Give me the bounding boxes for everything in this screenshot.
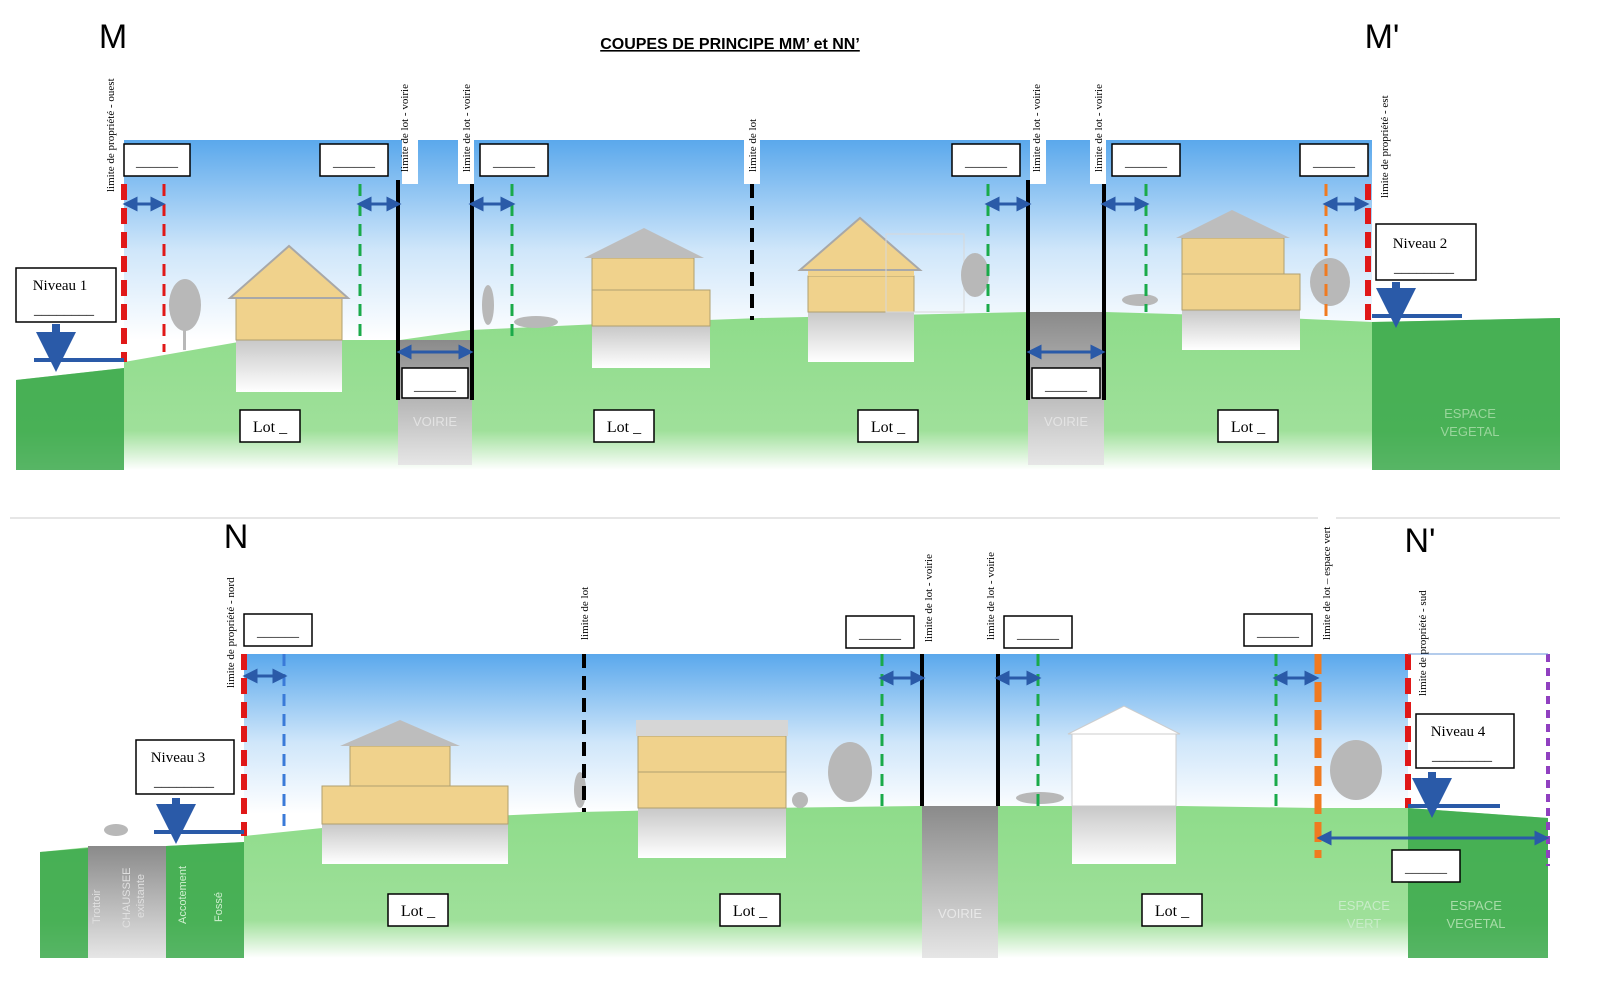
- svg-text:VOIRIE: VOIRIE: [938, 906, 982, 921]
- svg-text:VOIRIE: VOIRIE: [413, 414, 457, 429]
- label-lot-road-b1: limite de lot - voirie: [923, 554, 935, 642]
- lot-label-top-1: Lot _: [253, 419, 288, 436]
- svg-text:________: ________: [153, 774, 215, 790]
- svg-text:______: ______: [413, 379, 457, 394]
- section-end-letter-bottom: N': [1404, 522, 1435, 560]
- level-boxes-top: Niveau 1 ________ Niveau 2 ________: [15, 223, 1477, 323]
- svg-text:VOIRIE: VOIRIE: [1044, 414, 1088, 429]
- house-bottom-1: [321, 720, 509, 864]
- section-start-letter-top: M: [99, 18, 127, 56]
- svg-text:ESPACE: ESPACE: [1450, 898, 1502, 913]
- svg-text:VEGETAL: VEGETAL: [1446, 916, 1505, 931]
- level-4-label: Niveau 4: [1431, 724, 1486, 740]
- house-bottom-3: [1067, 705, 1181, 864]
- svg-text:Accotement: Accotement: [177, 866, 189, 924]
- label-lot-bottom: limite de lot: [579, 587, 591, 640]
- level-3-label: Niveau 3: [151, 750, 206, 766]
- level-1-label: Niveau 1: [33, 278, 88, 294]
- svg-text:______: ______: [964, 155, 1008, 170]
- diagram-title: COUPES DE PRINCIPE MM’ et NN’: [600, 36, 860, 53]
- section-start-letter-bottom: N: [224, 518, 249, 556]
- label-lot-road-4: limite de lot - voirie: [1093, 84, 1105, 172]
- svg-text:CHAUSSEE: CHAUSSEE: [121, 867, 133, 928]
- ground-west-dark: [16, 368, 124, 470]
- label-lot-road-3: limite de lot - voirie: [1031, 84, 1043, 172]
- ditch-strip: [166, 842, 244, 958]
- lot-label-bottom-1: Lot _: [401, 903, 436, 920]
- ground-bottom-west: [40, 848, 88, 958]
- svg-text:______: ______: [135, 155, 179, 170]
- svg-text:Fossé: Fossé: [213, 892, 225, 922]
- setback-arrows-top: [122, 196, 1370, 360]
- house-top-1: [227, 244, 351, 392]
- lot-label-top-4: Lot _: [1231, 419, 1266, 436]
- svg-text:ESPACE: ESPACE: [1338, 898, 1390, 913]
- level-2-label: Niveau 2: [1393, 236, 1448, 252]
- road-bottom: [922, 806, 998, 958]
- svg-text:______: ______: [1124, 155, 1168, 170]
- svg-text:______: ______: [1404, 861, 1448, 876]
- label-lot-road-1: limite de lot - voirie: [399, 84, 411, 172]
- svg-text:______: ______: [332, 155, 376, 170]
- lot-label-bottom-3: Lot _: [1155, 903, 1190, 920]
- blank-boxes-top: ______ ______ ______ ______ ______ _____…: [123, 143, 1369, 399]
- trees-bottom: [104, 740, 1382, 836]
- label-lot-road-2: limite de lot - voirie: [461, 84, 473, 172]
- svg-text:______: ______: [1016, 627, 1060, 642]
- house-top-4: [1176, 210, 1301, 350]
- svg-text:______: ______: [1256, 625, 1300, 640]
- label-limit-south: limite de propriété - sud: [1417, 590, 1429, 696]
- house-top-3: [797, 216, 965, 362]
- svg-text:________: ________: [1431, 748, 1493, 764]
- setback-arrows-bottom: [242, 668, 1550, 846]
- lot-labels-bottom: Lot _ Lot _ Lot _: [387, 893, 1203, 927]
- vertical-labels-bottom: limite de propriété - nord limite de lot…: [225, 514, 1432, 696]
- section-end-letter-top: M': [1365, 18, 1400, 56]
- trees-top: [169, 253, 1350, 350]
- vertical-labels-top: limite de propriété - ouest limite de lo…: [105, 76, 1391, 198]
- svg-text:______: ______: [1312, 155, 1356, 170]
- svg-text:VERT: VERT: [1347, 916, 1381, 931]
- blank-boxes-bottom: ______ ______ ______ ______ ______: [243, 613, 1461, 883]
- svg-text:________: ________: [1393, 260, 1455, 276]
- svg-text:VEGETAL: VEGETAL: [1440, 424, 1499, 439]
- section-nn: [40, 653, 1550, 958]
- svg-text:______: ______: [858, 627, 902, 642]
- svg-text:______: ______: [492, 155, 536, 170]
- lot-label-bottom-2: Lot _: [733, 903, 768, 920]
- svg-text:existante: existante: [135, 874, 147, 918]
- lot-label-top-2: Lot _: [607, 419, 642, 436]
- label-lot-road-b2: limite de lot - voirie: [985, 552, 997, 640]
- ground-east-dark: [1372, 318, 1560, 470]
- svg-text:______: ______: [256, 625, 300, 640]
- ground-labels-bottom: VOIRIE ESPACE VERT ESPACE VEGETAL Trotto…: [91, 866, 1506, 931]
- svg-text:________: ________: [33, 302, 95, 318]
- lot-label-top-3: Lot _: [871, 419, 906, 436]
- ground-bottom-east: [1408, 808, 1548, 958]
- ground-labels-top: VOIRIE VOIRIE ESPACE VEGETAL: [413, 406, 1500, 439]
- label-limit-east: limite de propriété - est: [1379, 95, 1391, 198]
- house-top-2: [584, 228, 711, 368]
- label-lot-top: limite de lot: [747, 119, 759, 172]
- level-boxes-bottom: Niveau 3 ________ Niveau 4 ________: [135, 713, 1515, 795]
- lot-labels-top: Lot _ Lot _ Lot _ Lot _: [239, 409, 1279, 443]
- label-lot-greenspace: limite de lot – espace vert: [1321, 527, 1333, 640]
- existing-road: [88, 846, 166, 958]
- svg-text:ESPACE: ESPACE: [1444, 406, 1496, 421]
- label-limit-west: limite de propriété - ouest: [105, 78, 117, 192]
- ground-bottom: [40, 806, 1548, 958]
- house-bottom-2: [636, 720, 788, 858]
- svg-text:Trottoir: Trottoir: [91, 889, 103, 924]
- label-limit-north: limite de propriété - nord: [225, 577, 237, 688]
- road-top-1: [398, 340, 472, 465]
- svg-text:______: ______: [1044, 379, 1088, 394]
